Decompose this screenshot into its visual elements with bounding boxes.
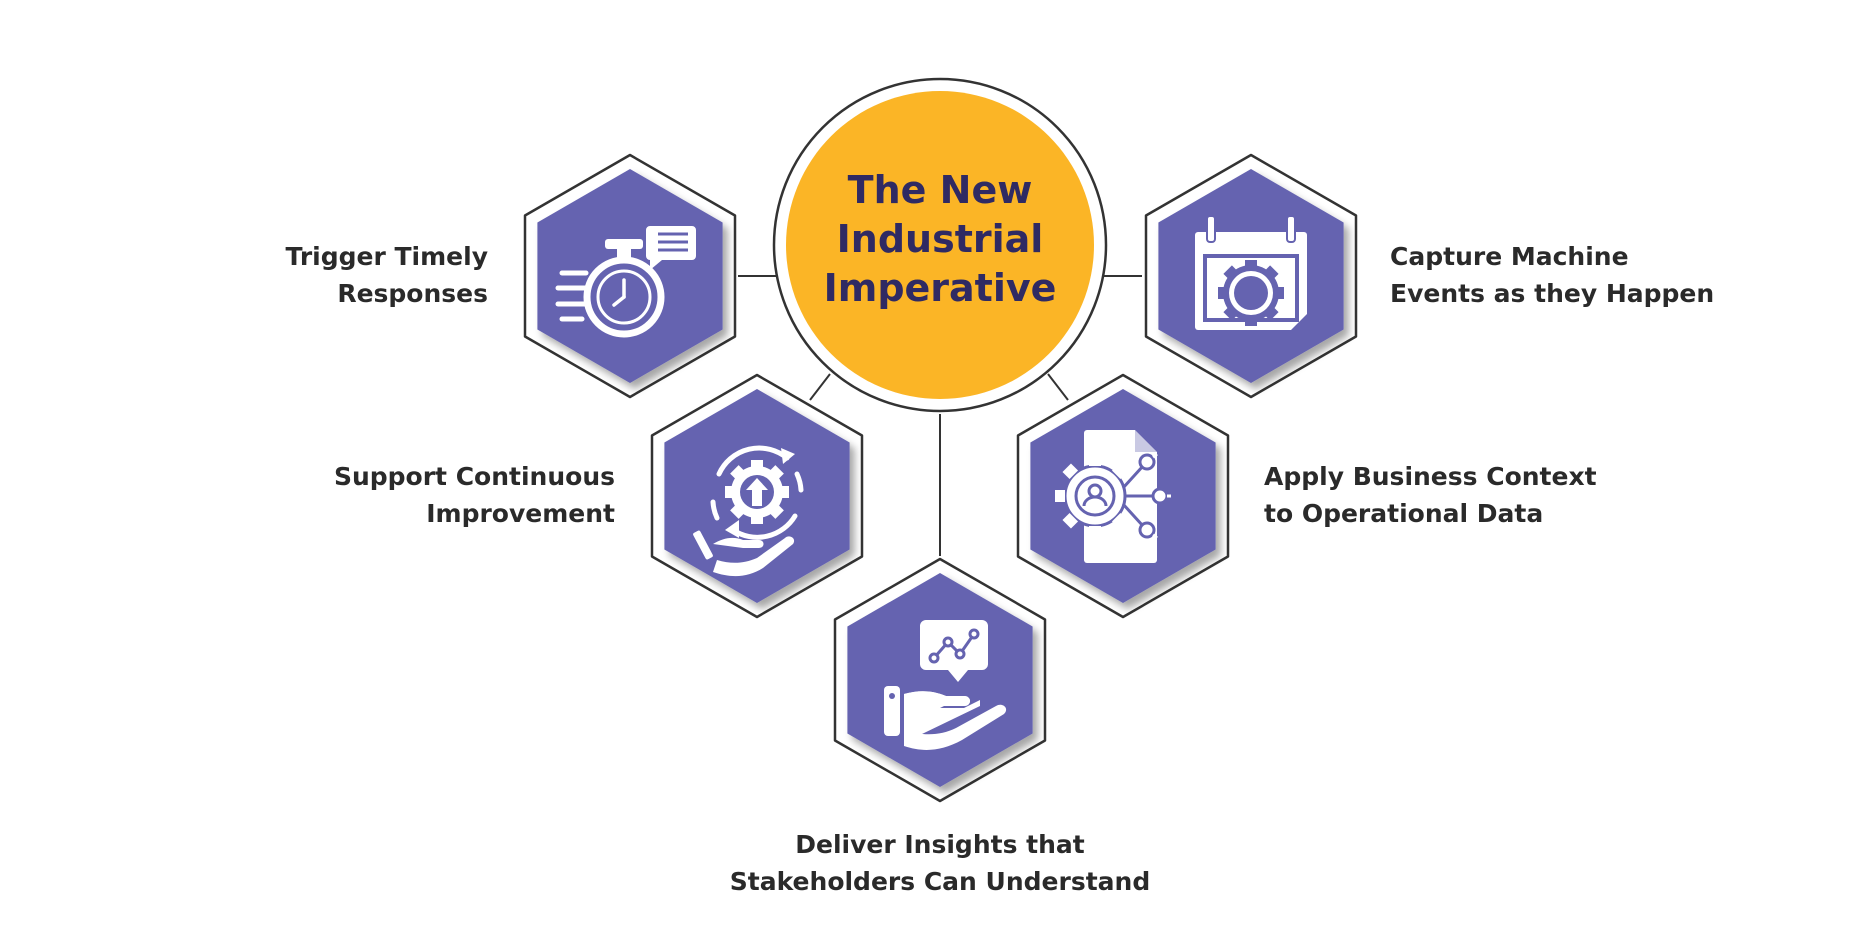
connector-apply <box>1047 373 1069 401</box>
hand-chart-bubble-icon <box>884 620 1007 750</box>
hex-trigger <box>523 153 737 399</box>
label-trigger: Trigger Timely Responses <box>285 242 488 308</box>
gear-cycle-hand-icon <box>693 445 804 577</box>
label-apply: Apply Business Context to Operational Da… <box>1264 462 1597 528</box>
connector-lines <box>738 275 1142 556</box>
connector-support <box>809 373 831 401</box>
label-deliver: Deliver Insights that Stakeholders Can U… <box>729 830 1151 896</box>
document-gear-network-icon <box>1055 430 1171 563</box>
hub-title-line: The New <box>847 168 1033 212</box>
label-capture: Capture Machine Events as they Happen <box>1390 242 1715 308</box>
calendar-gear-icon <box>1195 215 1307 330</box>
hex-deliver <box>833 557 1047 803</box>
stopwatch-chat-icon <box>555 226 696 338</box>
hub-title-line: Imperative <box>823 266 1057 310</box>
hub-circle <box>772 77 1108 413</box>
label-support: Support Continuous Improvement <box>333 462 615 528</box>
hub-title: The New Industrial Imperative <box>780 166 1100 313</box>
hub-title-line: Industrial <box>836 217 1044 261</box>
